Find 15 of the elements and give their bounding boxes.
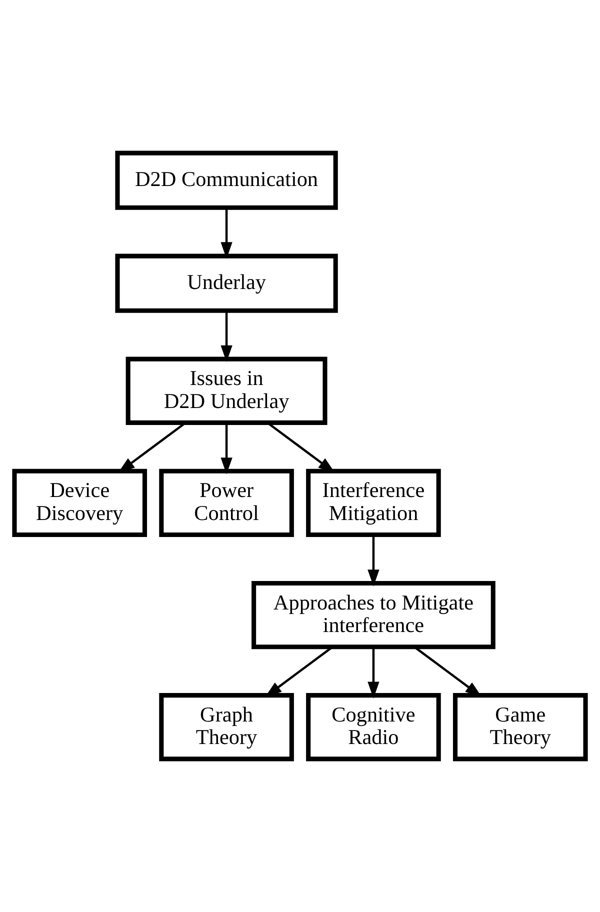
node-box: Approaches to Mitigate interference [252, 580, 496, 650]
node-box: D2D Communication [115, 150, 338, 210]
node-box: Underlay [115, 254, 338, 313]
arrow [368, 646, 380, 698]
arrow [368, 534, 380, 586]
node-box: Game Theory [452, 693, 588, 762]
node-box: Device Discovery [12, 468, 148, 538]
arrow [220, 310, 232, 362]
node-box: Issues in D2D Underlay [126, 356, 328, 425]
node-box: Power Control [159, 468, 294, 538]
node-box: Cognitive Radio [306, 693, 441, 762]
node-box: Graph Theory [159, 693, 294, 762]
node-box: Interference Mitigation [306, 468, 441, 538]
arrow [220, 422, 232, 474]
arrow [220, 208, 232, 259]
